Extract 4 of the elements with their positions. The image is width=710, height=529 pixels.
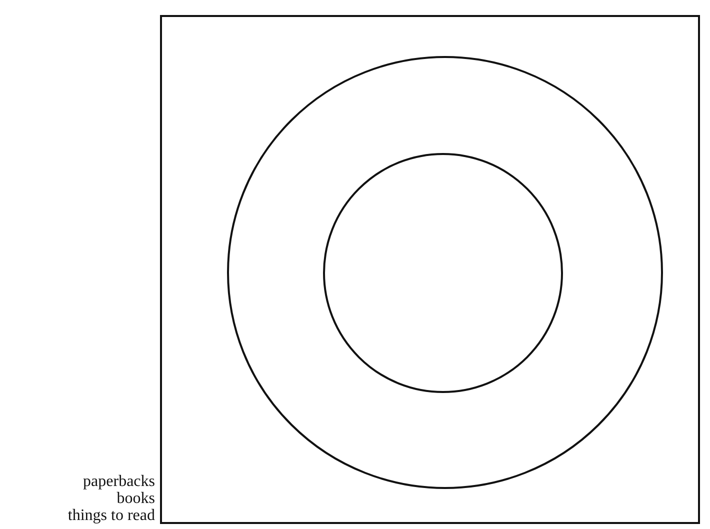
set-label: things to read: [68, 507, 155, 524]
rectangle-frame: [160, 15, 700, 524]
set-label: books: [116, 490, 155, 507]
set-label: paperbacks: [83, 473, 155, 490]
